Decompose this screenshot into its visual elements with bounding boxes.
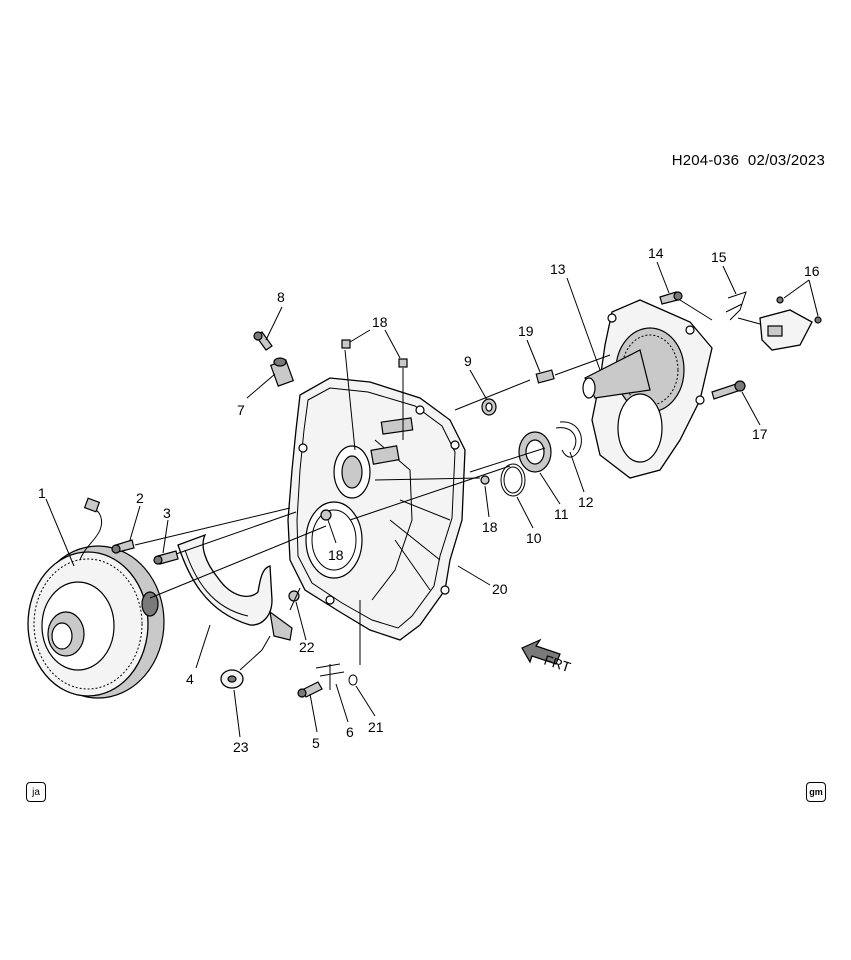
callout-17: 17 <box>752 426 768 442</box>
callout-6: 6 <box>346 724 354 740</box>
callout-2: 2 <box>136 490 144 506</box>
callout-19: 19 <box>518 323 534 339</box>
callout-18-top: 18 <box>372 314 388 330</box>
part-20-case <box>287 377 466 641</box>
callout-11: 11 <box>554 506 569 522</box>
part-7-sensor <box>269 357 295 387</box>
callout-21: 21 <box>368 719 384 735</box>
callout-3: 3 <box>163 505 171 521</box>
callout-5: 5 <box>312 735 320 751</box>
callout-8: 8 <box>277 289 285 305</box>
gm-logo: gm <box>806 782 826 802</box>
diagram-date: 02/03/2023 <box>747 152 825 169</box>
callout-10: 10 <box>526 530 542 546</box>
callout-20: 20 <box>492 581 508 597</box>
part-4-shield <box>177 533 293 641</box>
callouts: 1 2 3 4 5 6 7 8 9 10 11 12 13 14 15 16 1… <box>38 245 820 755</box>
part-2-bolt <box>111 539 135 554</box>
part-6-tube <box>315 663 345 690</box>
callout-23: 23 <box>233 739 249 755</box>
part-1-gear-assembly <box>27 497 165 699</box>
callout-7: 7 <box>237 402 245 418</box>
ja-badge: ja <box>26 782 46 802</box>
callout-9: 9 <box>464 353 472 369</box>
callout-4: 4 <box>186 671 194 687</box>
part-21-o-ring <box>348 674 358 686</box>
part-5-bolt <box>297 681 323 698</box>
part-18-plug-top-left <box>341 339 351 349</box>
diagram-code: H204-036 02/03/2023 <box>672 152 825 169</box>
part-13-cover-assembly <box>582 299 713 479</box>
part-3-bolt <box>153 550 179 565</box>
front-label: FRT <box>542 652 573 676</box>
part-14-bolt <box>659 291 683 305</box>
axis-lines <box>134 299 761 671</box>
callout-12: 12 <box>578 494 594 510</box>
part-23-washer <box>220 669 244 689</box>
callout-1: 1 <box>38 485 46 501</box>
callout-13: 13 <box>550 261 566 277</box>
callout-16: 16 <box>804 263 820 279</box>
diagram-number: H204-036 <box>671 152 740 169</box>
leader-lines <box>45 261 819 738</box>
callout-15: 15 <box>711 249 727 265</box>
part-15-clip <box>725 291 747 321</box>
part-11-bearing <box>518 431 552 473</box>
part-8-bolt <box>253 331 273 351</box>
callout-22: 22 <box>299 639 315 655</box>
callout-14: 14 <box>648 245 664 261</box>
part-18-plug-center <box>320 509 332 521</box>
part-12-snap-ring <box>555 421 582 458</box>
part-16-bracket <box>759 296 822 351</box>
part-19-pin <box>535 369 555 384</box>
part-17-bolt <box>711 380 746 400</box>
callout-18-center: 18 <box>328 547 344 563</box>
part-18-plug-right <box>480 475 490 485</box>
part-18-plug-top-right <box>398 358 408 368</box>
part-9-seal <box>481 398 497 416</box>
front-direction-indicator: FRT <box>521 638 573 676</box>
callout-18-right: 18 <box>482 519 498 535</box>
part-10-ring <box>500 463 526 497</box>
